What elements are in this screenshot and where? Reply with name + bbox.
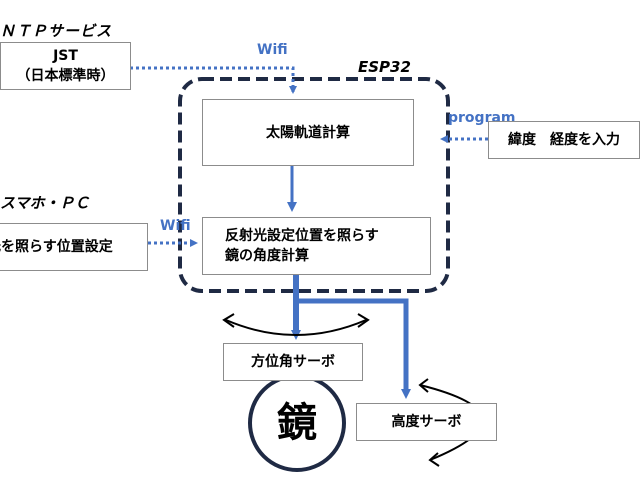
position-setting-text: 光を照らす位置設定 <box>0 239 113 255</box>
azimuth-rotation-arc <box>225 319 367 336</box>
altitude-flow-line <box>296 298 411 399</box>
jst-box: JST （日本標準時） <box>0 42 131 90</box>
azimuth-servo-text: 方位角サーボ <box>251 354 335 370</box>
smartphone-pc-label: スマホ・ＰＣ <box>0 194 90 212</box>
azimuth-arc-head-left <box>222 313 235 328</box>
ntp-service-label: ＮＴＰサービス <box>0 22 113 40</box>
mirror-label: 鏡 <box>277 400 317 446</box>
wifi-top-connector <box>130 66 297 94</box>
position-setting-box: 光を照らす位置設定 <box>0 223 148 271</box>
solar-orbit-text: 太陽軌道計算 <box>266 124 350 141</box>
angle-calc-box: 反射光設定位置を照らす 鏡の角度計算 <box>202 217 431 275</box>
latlon-input-box: 緯度 経度を入力 <box>488 121 640 159</box>
wifi-top-label: Wifi <box>257 42 288 58</box>
jst-line2: （日本標準時） <box>16 68 115 84</box>
angle-calc-line1: 反射光設定位置を照らす <box>225 228 379 244</box>
esp32-container <box>178 77 450 293</box>
altitude-servo-text: 高度サーボ <box>391 414 462 430</box>
altitude-arc-head-bottom <box>428 452 440 467</box>
jst-line1: JST <box>53 48 78 64</box>
solar-orbit-box: 太陽軌道計算 <box>202 99 414 166</box>
wifi-mid-label: Wifi <box>160 218 191 234</box>
esp32-label: ESP32 <box>358 58 411 76</box>
latlon-input-text: 緯度 経度を入力 <box>508 132 620 148</box>
altitude-servo-box: 高度サーボ <box>356 403 497 441</box>
angle-calc-line2: 鏡の角度計算 <box>225 248 309 264</box>
altitude-arc-head-top <box>418 378 429 393</box>
azimuth-arc-head-right <box>357 313 370 328</box>
azimuth-servo-box: 方位角サーボ <box>223 343 363 381</box>
